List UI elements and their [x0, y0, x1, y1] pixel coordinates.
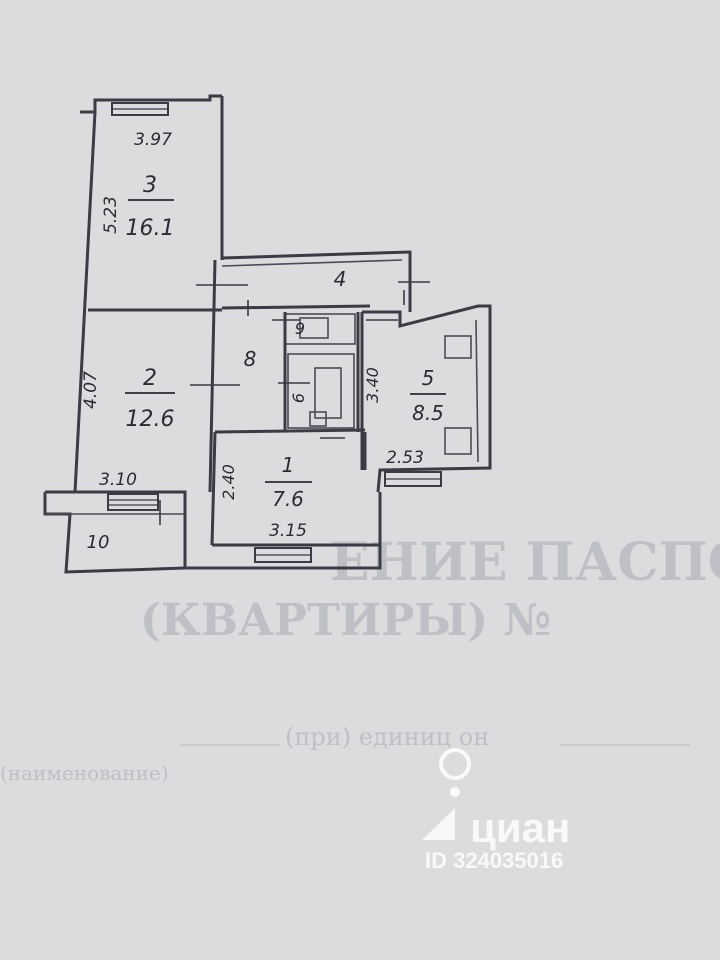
watermark: циан ID 324035016: [422, 748, 570, 873]
room-1-width: 3.15: [269, 521, 307, 541]
bg-title-line2: (КВАРТИРЫ) №: [140, 595, 551, 646]
room-8-number: 8: [244, 347, 257, 371]
room-2-area: 12.6: [126, 407, 175, 432]
bg-title-line1: ЕНИЕ ПАСПОРТ: [330, 532, 720, 593]
bg-line3: (при) единиц он: [285, 723, 489, 751]
walls: [43, 94, 492, 574]
room-3-number: 3: [143, 173, 157, 198]
room-6-number: 6: [289, 393, 308, 403]
room-10-number: 10: [87, 532, 110, 553]
watermark-id: ID 324035016: [425, 848, 563, 873]
room-labels: 3 16.1 3.97 5.23 2 12.6 3.10 4.07 1 7.6 …: [81, 130, 446, 553]
room-9-number: 9: [295, 319, 305, 338]
windows: [107, 102, 442, 563]
room-1-number: 1: [282, 453, 295, 477]
room-1-length: 2.40: [219, 464, 238, 500]
room-3-width: 3.97: [134, 130, 172, 150]
watermark-brand: циан: [470, 804, 570, 851]
door-marks: [159, 281, 430, 525]
location-pin-icon: [439, 748, 472, 797]
background-text: ЕНИЕ ПАСПОРТ (КВАРТИРЫ) № (при) единиц о…: [0, 532, 720, 785]
room-2-number: 2: [143, 366, 157, 391]
room-5-width: 2.53: [386, 448, 424, 468]
bg-line4: (наименование): [0, 761, 169, 785]
room-1-area: 7.6: [272, 487, 304, 511]
room-5-length: 3.40: [363, 367, 382, 403]
room-2-width: 3.10: [99, 470, 137, 490]
room-3-area: 16.1: [126, 216, 175, 241]
logo-mark: [422, 808, 455, 840]
room-5-number: 5: [422, 366, 435, 390]
room-2-length: 4.07: [81, 371, 101, 409]
room-4-number: 4: [334, 267, 347, 291]
room-3-length: 5.23: [101, 196, 121, 234]
room-5-area: 8.5: [412, 401, 444, 425]
